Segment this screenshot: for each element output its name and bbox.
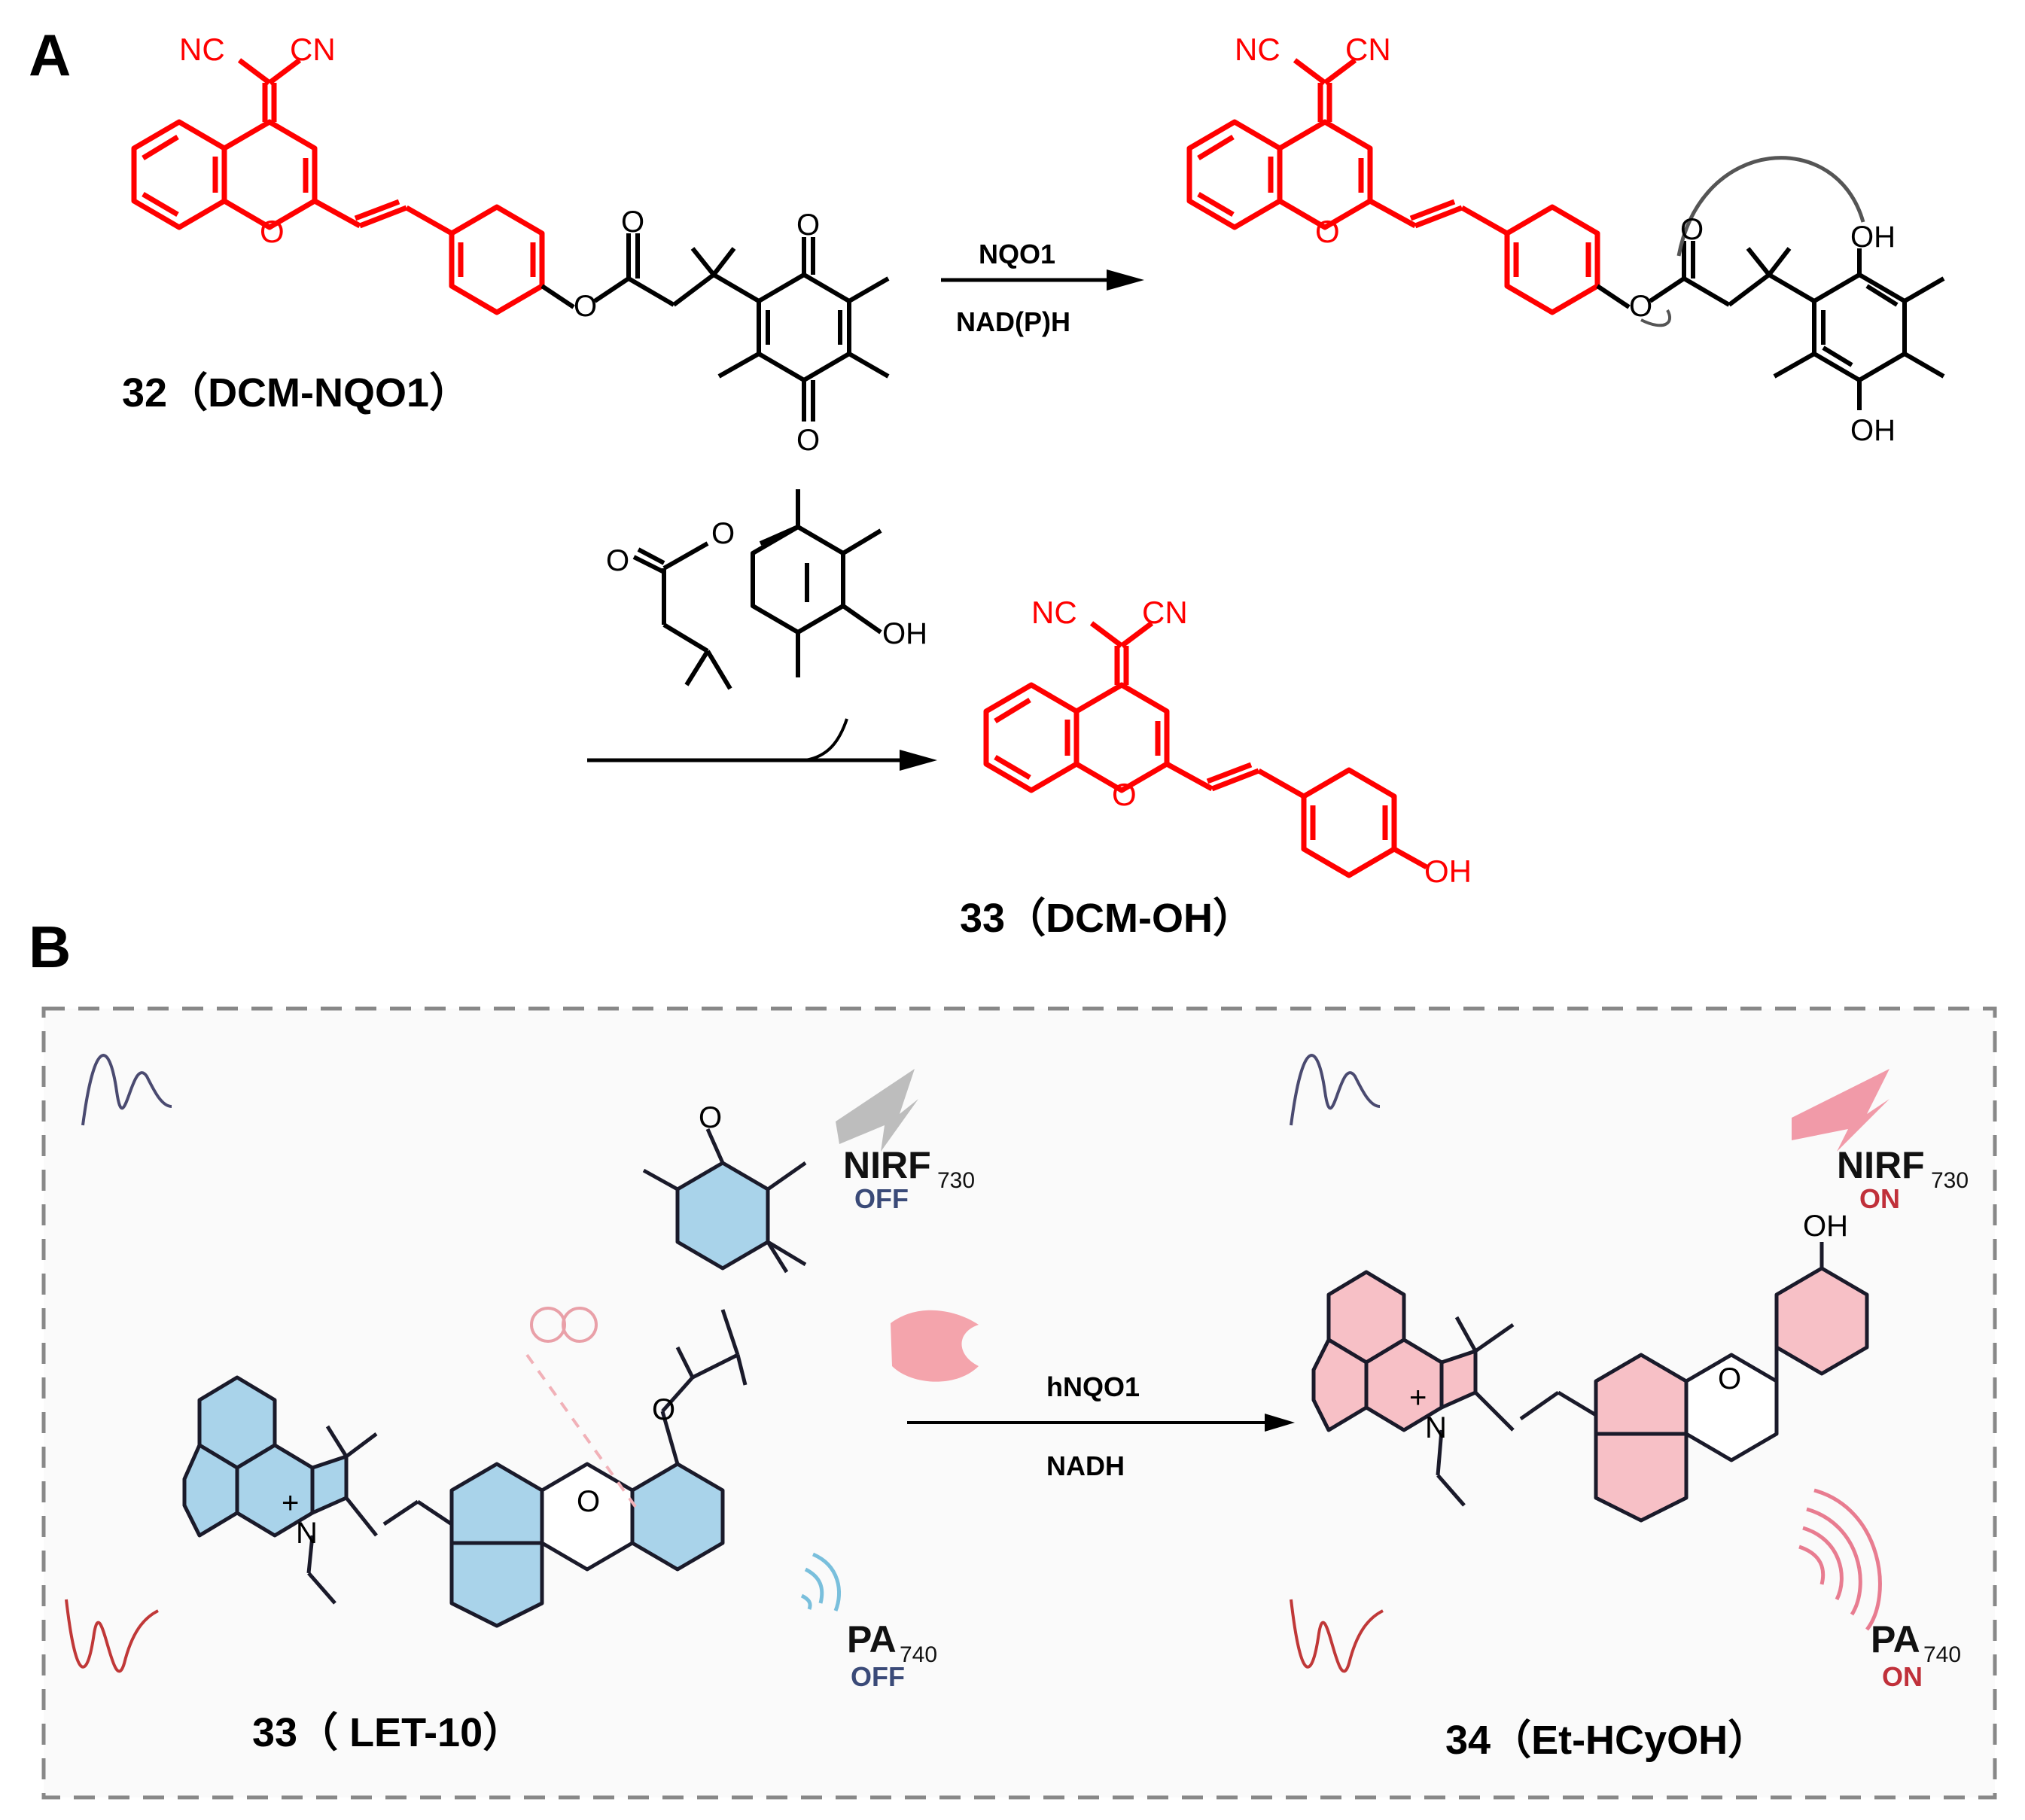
reaction-arrow-b bbox=[907, 1414, 1295, 1432]
reaction-arrow-a1 bbox=[941, 269, 1144, 291]
quinone-oxygen-top: O bbox=[796, 208, 820, 242]
phenol-hydroxyl-product: OH bbox=[1424, 854, 1472, 889]
pa-subscript-left: 740 bbox=[900, 1642, 937, 1667]
product-hydroxyl: OH bbox=[1803, 1210, 1848, 1243]
nc-atom-product: NC bbox=[1031, 595, 1077, 630]
excitation-wave-icon-right bbox=[1290, 1599, 1384, 1673]
pa-on-icon bbox=[1798, 1488, 1882, 1631]
ester-carbonyl-oxygen: O bbox=[621, 205, 644, 239]
fluorescence-off-icon bbox=[836, 1069, 918, 1152]
pa-subscript-right: 740 bbox=[1923, 1642, 1961, 1667]
cn-atom-intermediate: CN bbox=[1345, 32, 1391, 67]
let-10-probe bbox=[182, 1128, 807, 1628]
hydroxyl-bottom-intermediate: OH bbox=[1850, 414, 1896, 447]
lactone-ring-oxygen: O bbox=[711, 517, 735, 550]
fluorescence-on-icon bbox=[1792, 1069, 1889, 1152]
dcm-chromophore-reactant bbox=[131, 58, 545, 315]
nc-atom-intermediate: NC bbox=[1235, 32, 1280, 67]
nirf-state-left: OFF bbox=[854, 1183, 909, 1214]
pa-state-right: ON bbox=[1882, 1661, 1923, 1692]
pa-state-left: OFF bbox=[851, 1661, 905, 1692]
dcm-chromophore-intermediate bbox=[1186, 58, 1600, 315]
probe-ester-oxygen: O bbox=[652, 1393, 675, 1426]
lactone-byproduct bbox=[632, 489, 882, 690]
light-wave-icon-right bbox=[1290, 1054, 1381, 1126]
nirf-state-right: ON bbox=[1859, 1183, 1900, 1214]
probe-quinone-oxygen: O bbox=[699, 1101, 722, 1134]
condition-hnqo1: hNQO1 bbox=[1046, 1371, 1140, 1402]
product-xanthene-oxygen: O bbox=[1718, 1362, 1741, 1395]
probe-label: 33（ LET-10） bbox=[252, 1710, 523, 1755]
ring-oxygen-intermediate: O bbox=[1315, 214, 1340, 249]
panel-b-letter: B bbox=[29, 914, 71, 980]
condition-nqo1: NQO1 bbox=[979, 239, 1055, 269]
reactant-label: 32（DCM-NQO1） bbox=[122, 370, 470, 415]
hydroquinone-trigger-intermediate bbox=[1596, 156, 1945, 410]
ring-oxygen-product: O bbox=[1112, 777, 1137, 812]
product-label-b: 34（Et-HCyOH） bbox=[1445, 1718, 1768, 1763]
product-nitrogen: N bbox=[1425, 1411, 1447, 1444]
ester-oxygen-intermediate: O bbox=[1629, 290, 1652, 323]
nirf-subscript-right: 730 bbox=[1931, 1168, 1969, 1193]
condition-nadh: NADH bbox=[1046, 1450, 1125, 1481]
product-cation-sign: + bbox=[1409, 1381, 1427, 1414]
pa-off-icon bbox=[800, 1552, 842, 1612]
nirf-label-right: NIRF bbox=[1837, 1144, 1925, 1186]
probe-nitrogen: N bbox=[296, 1517, 318, 1550]
carbonyl-oxygen-intermediate: O bbox=[1680, 213, 1704, 246]
cn-atom: CN bbox=[290, 32, 336, 67]
probe-xanthene-oxygen: O bbox=[577, 1485, 600, 1518]
scissors-icon-handle bbox=[562, 1307, 598, 1343]
nirf-label-left: NIRF bbox=[843, 1144, 931, 1186]
quinone-trigger-reactant bbox=[541, 233, 890, 422]
nc-atom: NC bbox=[179, 32, 225, 67]
condition-nadph: NAD(P)H bbox=[956, 306, 1070, 337]
light-wave-icon-left bbox=[81, 1054, 172, 1126]
excitation-wave-icon-left bbox=[65, 1599, 159, 1673]
et-hcyoh-product bbox=[1311, 1242, 1869, 1523]
ring-oxygen-atom: O bbox=[260, 214, 285, 249]
pa-label-left: PA bbox=[847, 1618, 897, 1660]
reaction-arrow-a2 bbox=[587, 718, 937, 771]
pa-label-right: PA bbox=[1871, 1618, 1920, 1660]
hydroxyl-top-intermediate: OH bbox=[1850, 221, 1896, 254]
dcm-oh-product bbox=[983, 621, 1428, 878]
enzyme-icon bbox=[891, 1310, 979, 1382]
product-label-a: 33（DCM-OH） bbox=[960, 896, 1253, 941]
panel-a-letter: A bbox=[29, 22, 71, 88]
cleavage-line-icon bbox=[525, 1353, 641, 1514]
probe-cation-sign: + bbox=[282, 1487, 299, 1520]
ester-oxygen: O bbox=[574, 290, 597, 323]
lactone-hydroxyl: OH bbox=[882, 617, 927, 650]
quinone-oxygen-bottom: O bbox=[796, 424, 820, 457]
cn-atom-product: CN bbox=[1142, 595, 1188, 630]
lactone-carbonyl-oxygen: O bbox=[606, 544, 629, 577]
nirf-subscript-left: 730 bbox=[937, 1168, 975, 1193]
